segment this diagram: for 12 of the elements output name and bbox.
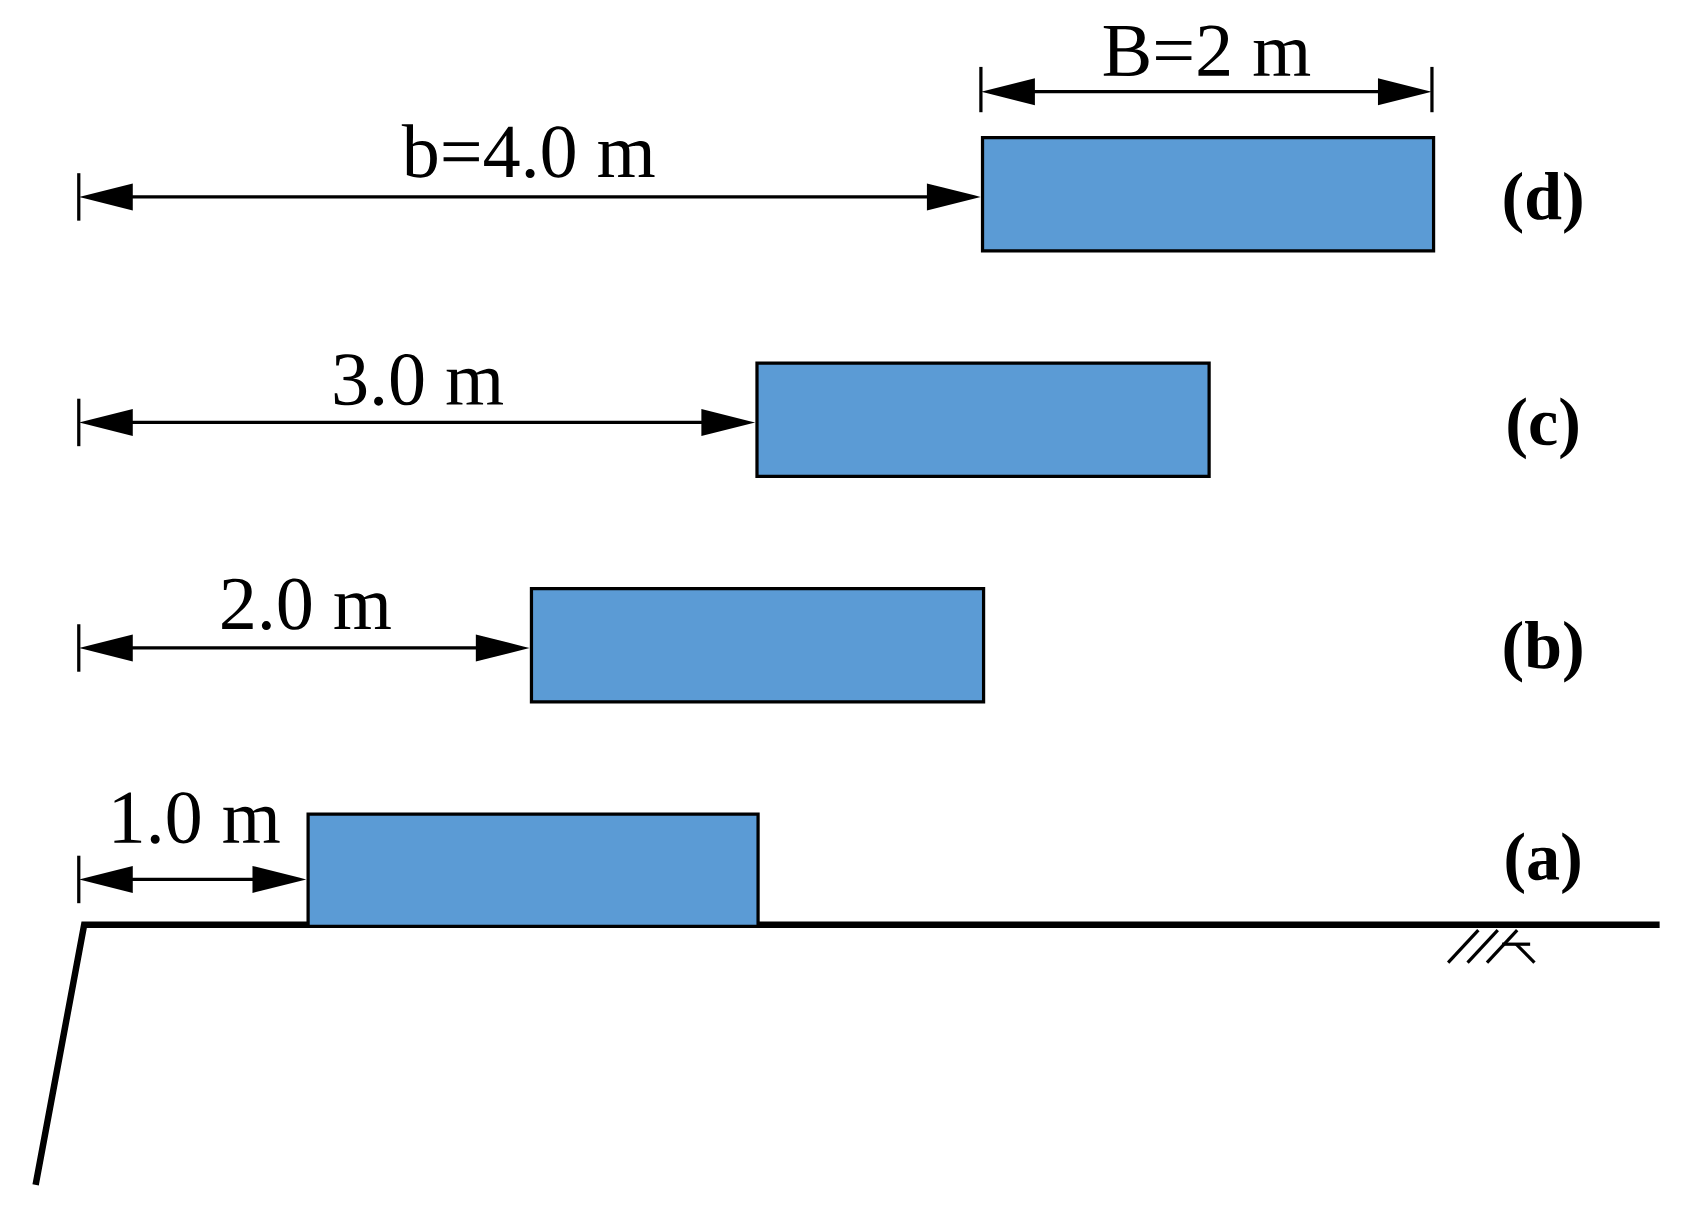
panel-label: (b): [1504, 620, 1582, 683]
panel-label: (c): [1508, 397, 1578, 459]
dimension-label: b=4.0 m: [401, 123, 655, 178]
footing-box: [755, 361, 1211, 478]
footing-box: [980, 135, 1436, 253]
dimension-label: 3.0 m: [334, 353, 503, 406]
dimension-label: 1.0 m: [114, 791, 280, 844]
panel-label: (d): [1504, 171, 1582, 234]
panel-label: (a): [1506, 832, 1580, 894]
dimension-label: 2.0 m: [222, 578, 391, 630]
footing-box: [306, 812, 760, 928]
footing-box: [529, 586, 986, 704]
